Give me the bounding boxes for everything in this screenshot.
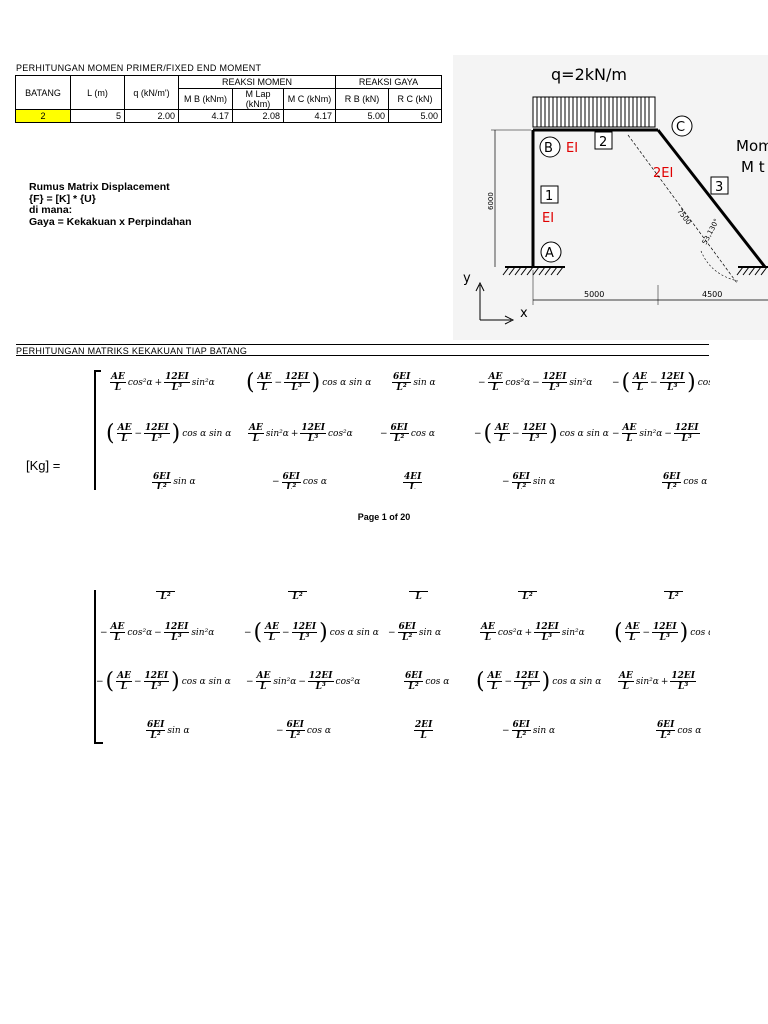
formula-meaning: Gaya = Kekakuan x Perpindahan	[29, 215, 192, 228]
cell-rc: 5.00	[388, 109, 442, 123]
member-3	[656, 129, 767, 268]
header-mb: M B (kNm)	[178, 88, 233, 110]
cell-length: 5	[70, 109, 125, 123]
dim-4500: 4500	[702, 290, 722, 299]
header-mlap: M Lap (kNm)	[232, 88, 284, 110]
load-label: q=2kN/m	[551, 65, 627, 84]
formula-title: Rumus Matrix Displacement	[29, 181, 170, 193]
dim-5000: 5000	[584, 290, 604, 299]
axis-y-label: y	[463, 271, 471, 286]
side-text-1: Mom	[736, 137, 768, 155]
header-batang: BATANG	[15, 75, 71, 110]
cell-q: 2.00	[124, 109, 179, 123]
kg-label: [Kg] =	[26, 458, 61, 473]
member-2-label: 2	[599, 135, 607, 150]
matrix-bracket-top	[94, 370, 101, 490]
header-rc: R C (kN)	[388, 88, 442, 110]
node-b-circle	[539, 136, 561, 158]
side-text-2: M t	[741, 158, 765, 176]
cell-rb: 5.00	[335, 109, 389, 123]
node-b-label: B	[544, 141, 553, 156]
fixed-end-moment-table: BATANG L (m) q (kN/m') REAKSI MOMEN REAK…	[15, 75, 442, 127]
section-rule-top	[16, 344, 709, 345]
formula-where: di mana:	[29, 204, 73, 216]
header-reaksi-momen: REAKSI MOMEN	[178, 75, 336, 89]
cell-mb: 4.17	[178, 109, 233, 123]
member-1-label: 1	[545, 189, 553, 204]
cell-mlap: 2.08	[232, 109, 284, 123]
section-rule-bottom	[16, 355, 709, 356]
frame-diagram: q=2kN/m B EI 2 C 1 EI 2EI 3 A 6000 7500 …	[453, 55, 768, 340]
axis-x-label: x	[520, 306, 528, 321]
page-number: Page 1 of 20	[357, 512, 411, 522]
formula-block: Rumus Matrix Displacement {F} = [K] * {U…	[29, 181, 192, 228]
node-a-label: A	[545, 246, 554, 261]
header-reaksi-gaya: REAKSI GAYA	[335, 75, 442, 89]
header-rb: R B (kN)	[335, 88, 389, 110]
ei-b-label: EI	[566, 141, 578, 156]
header-q: q (kN/m')	[124, 75, 179, 110]
ei-1-label: EI	[542, 211, 554, 226]
matrix-bracket-bottom	[94, 590, 103, 744]
formula-equation: {F} = [K] * {U}	[29, 192, 96, 205]
cell-mc: 4.17	[283, 109, 336, 123]
header-length: L (m)	[70, 75, 125, 110]
section1-title: PERHITUNGAN MOMEN PRIMER/FIXED END MOMEN…	[16, 63, 262, 73]
cell-batang: 2	[15, 109, 71, 123]
ei-2-label: 2EI	[653, 166, 673, 181]
node-c-label: C	[676, 120, 685, 135]
member-3-label: 3	[715, 180, 723, 195]
header-mc: M C (kNm)	[283, 88, 336, 110]
dim-6000: 6000	[487, 192, 495, 210]
section2-title: PERHITUNGAN MATRIKS KEKAKUAN TIAP BATANG	[16, 346, 248, 356]
